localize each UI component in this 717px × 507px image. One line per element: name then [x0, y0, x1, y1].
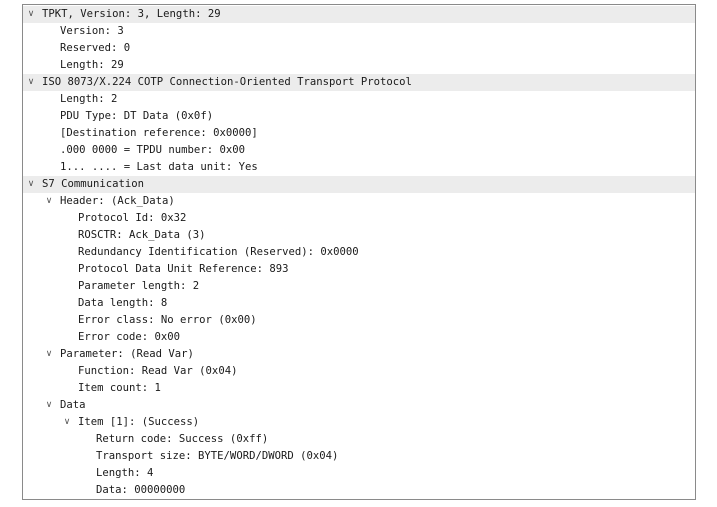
tree-row-label: Reserved: 0: [60, 42, 131, 54]
tree-row[interactable]: Return code: Success (0xff): [23, 431, 695, 448]
tree-row[interactable]: Version: 3: [23, 23, 695, 40]
tree-row-label: Length: 2: [60, 93, 118, 105]
tree-row[interactable]: Length: 4: [23, 465, 695, 482]
tree-row[interactable]: Error code: 0x00: [23, 329, 695, 346]
tree-row[interactable]: Transport size: BYTE/WORD/DWORD (0x04): [23, 448, 695, 465]
tree-row-label: Error class: No error (0x00): [78, 314, 257, 326]
tree-row-label: ISO 8073/X.224 COTP Connection-Oriented …: [42, 76, 412, 88]
tree-row[interactable]: Parameter length: 2: [23, 278, 695, 295]
tree-row[interactable]: Length: 2: [23, 91, 695, 108]
tree-row-label: Item count: 1: [78, 382, 161, 394]
tree-row-label: Data: 00000000: [96, 484, 186, 496]
tree-row[interactable]: Error class: No error (0x00): [23, 312, 695, 329]
tree-row-label: Length: 4: [96, 467, 154, 479]
tree-row-label: Protocol Id: 0x32: [78, 212, 187, 224]
tree-row-label: ROSCTR: Ack_Data (3): [78, 229, 206, 241]
tree-row[interactable]: ∨ Header: (Ack_Data): [23, 193, 695, 210]
tree-row[interactable]: Length: 29: [23, 57, 695, 74]
tree-row[interactable]: ∨ Item [1]: (Success): [23, 414, 695, 431]
tree-row[interactable]: ROSCTR: Ack_Data (3): [23, 227, 695, 244]
tree-row[interactable]: ∨ Parameter: (Read Var): [23, 346, 695, 363]
tree-row-label: Header: (Ack_Data): [60, 195, 175, 207]
tree-row-label: Version: 3: [60, 25, 124, 37]
tree-row-label: Return code: Success (0xff): [96, 433, 269, 445]
tree-row[interactable]: Protocol Id: 0x32: [23, 210, 695, 227]
tree-row-label: Protocol Data Unit Reference: 893: [78, 263, 289, 275]
tree-row-label: Data length: 8: [78, 297, 168, 309]
tree-row-label: Function: Read Var (0x04): [78, 365, 238, 377]
tree-row[interactable]: ∨ Data: [23, 397, 695, 414]
chevron-down-icon[interactable]: ∨: [27, 179, 35, 189]
tree-row-label: Length: 29: [60, 59, 124, 71]
chevron-down-icon[interactable]: ∨: [27, 77, 35, 87]
tree-row[interactable]: Item count: 1: [23, 380, 695, 397]
tree-row[interactable]: Protocol Data Unit Reference: 893: [23, 261, 695, 278]
tree-row-protocol[interactable]: ∨ ISO 8073/X.224 COTP Connection-Oriented…: [23, 74, 695, 91]
tree-row[interactable]: Data length: 8: [23, 295, 695, 312]
chevron-down-icon[interactable]: ∨: [63, 417, 71, 427]
tree-row[interactable]: Redundancy Identification (Reserved): 0x…: [23, 244, 695, 261]
tree-row-label: Redundancy Identification (Reserved): 0x…: [78, 246, 359, 258]
tree-row-label: .000 0000 = TPDU number: 0x00: [60, 144, 245, 156]
tree-row-label: PDU Type: DT Data (0x0f): [60, 110, 214, 122]
tree-row-protocol[interactable]: ∨ S7 Communication: [23, 176, 695, 193]
chevron-down-icon[interactable]: ∨: [45, 400, 53, 410]
tree-row-label: Item [1]: (Success): [78, 416, 200, 428]
tree-row-protocol[interactable]: ∨ TPKT, Version: 3, Length: 29: [23, 6, 695, 23]
tree-row-label: Parameter: (Read Var): [60, 348, 194, 360]
tree-row[interactable]: PDU Type: DT Data (0x0f): [23, 108, 695, 125]
tree-row[interactable]: Reserved: 0: [23, 40, 695, 57]
packet-details-tree[interactable]: ∨ TPKT, Version: 3, Length: 29 Version: 3 R…: [22, 4, 696, 500]
tree-row[interactable]: Function: Read Var (0x04): [23, 363, 695, 380]
chevron-down-icon[interactable]: ∨: [45, 349, 53, 359]
tree-row-label: TPKT, Version: 3, Length: 29: [42, 8, 221, 20]
tree-row[interactable]: 1... .... = Last data unit: Yes: [23, 159, 695, 176]
tree-row-label: Transport size: BYTE/WORD/DWORD (0x04): [96, 450, 339, 462]
tree-row-label: Parameter length: 2: [78, 280, 200, 292]
tree-row[interactable]: [Destination reference: 0x0000]: [23, 125, 695, 142]
chevron-down-icon[interactable]: ∨: [45, 196, 53, 206]
tree-row[interactable]: Data: 00000000: [23, 482, 695, 499]
tree-row-label: 1... .... = Last data unit: Yes: [60, 161, 258, 173]
tree-row-label: [Destination reference: 0x0000]: [60, 127, 258, 139]
tree-row-label: Error code: 0x00: [78, 331, 181, 343]
tree-row-label: S7 Communication: [42, 178, 145, 190]
chevron-down-icon[interactable]: ∨: [27, 9, 35, 19]
tree-row-label: Data: [60, 399, 86, 411]
tree-row[interactable]: .000 0000 = TPDU number: 0x00: [23, 142, 695, 159]
